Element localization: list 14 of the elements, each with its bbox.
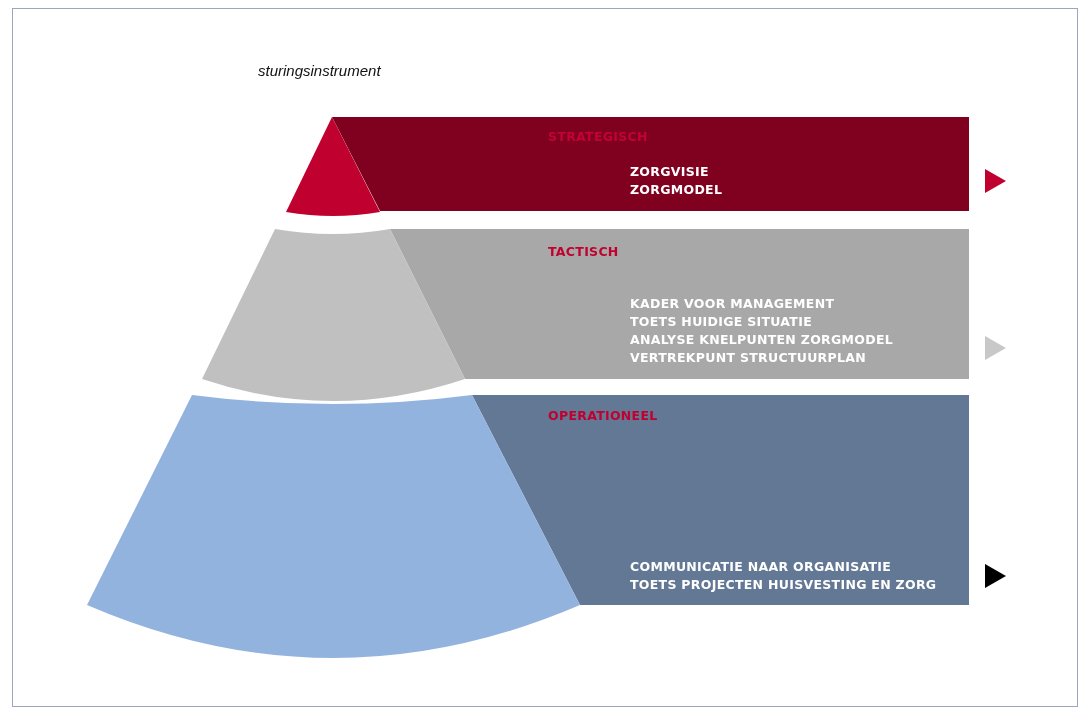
list-item: ZORGVISIE [630,163,709,181]
list-item: ZORGMODEL [630,181,723,199]
list-item: KADER VOOR MANAGEMENT [630,295,835,313]
list-item: TOETS PROJECTEN HUISVESTING EN ZORG [630,576,937,594]
list-item: VERTREKPUNT STRUCTUURPLAN [630,349,866,367]
list-item: COMMUNICATIE NAAR ORGANISATIE [630,558,892,576]
level-heading: TACTISCH [548,243,619,261]
pyramid-layer [85,393,970,661]
list-item: ANALYSE KNELPUNTEN ZORGMODEL [630,331,893,349]
level-heading: OPERATIONEEL [548,407,658,425]
pyramid-layer [200,227,970,403]
list-item: TOETS HUIDIGE SITUATIE [630,313,812,331]
diagram-title: sturingsinstrument [258,62,381,79]
level-heading: STRATEGISCH [548,128,648,146]
